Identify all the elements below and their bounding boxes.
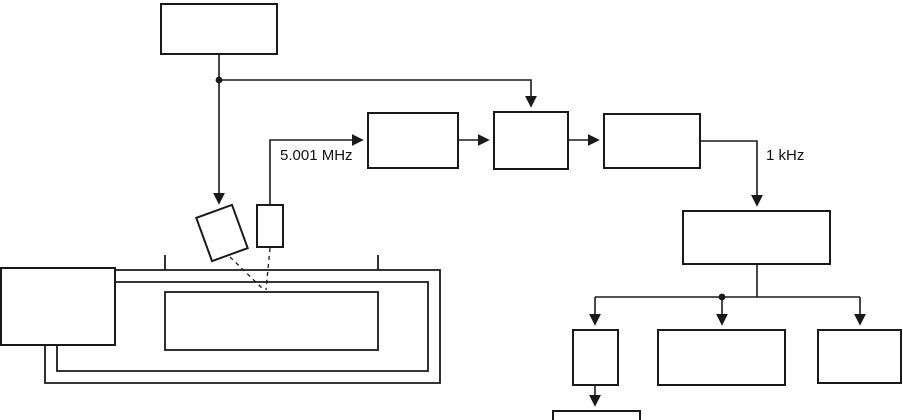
block-left [0,267,116,346]
label-frequency-mhz: 5.001 MHz [280,147,353,164]
block-top [160,3,278,55]
connector-topbox-to-box-b [219,79,537,108]
junction-dot-bus [718,293,726,301]
block-bottom-g [817,329,902,384]
flow-loop-outer-wall [44,269,441,384]
block-right-d [682,210,831,265]
dashed-beam-transmit [229,256,265,291]
block-row1-a [367,112,459,169]
block-bottom-h-cut [552,410,641,420]
flow-loop-inner-wall [56,281,429,372]
block-bottom-f [657,329,786,386]
junction-dot-top [215,76,223,84]
label-frequency-khz: 1 kHz [766,147,805,164]
block-bottom-e [572,329,619,386]
transducer-receiver [256,204,284,248]
connector-box-c-to-box-d [700,140,763,207]
dashed-beam-receive [265,247,271,291]
connector-receiver-to-box-a [269,134,364,205]
tank-inner-outline [164,291,379,351]
transducer-tilted [194,203,250,263]
block-row1-c [603,113,701,169]
block-row1-b [493,111,569,170]
